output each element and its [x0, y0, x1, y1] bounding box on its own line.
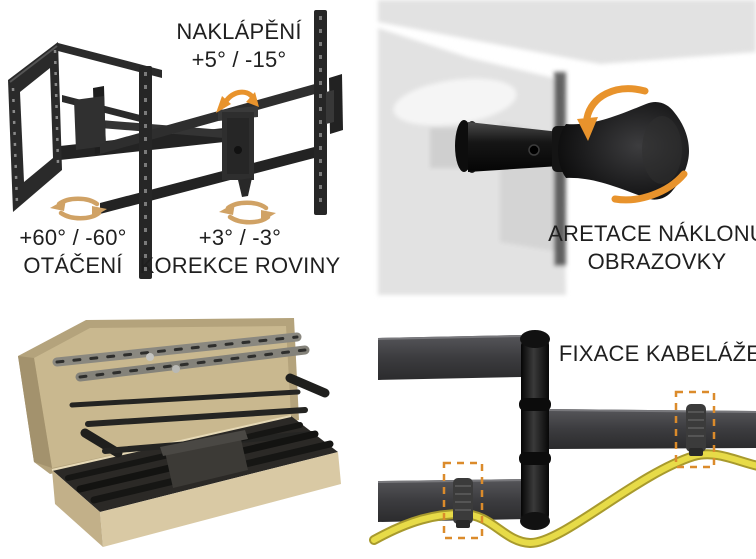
level-title: KOREKCE ROVINY: [139, 253, 341, 278]
tilt-label: NAKLÁPĚNÍ +5° / -15°: [176, 18, 301, 74]
swivel-range: +60° / -60°: [19, 225, 127, 250]
swivel-label: +60° / -60° OTÁČENÍ: [19, 224, 126, 280]
tilt-range: +5° / -15°: [191, 47, 287, 72]
vesa-rail-right: [314, 10, 343, 215]
cable-strap-highlight-right: [674, 390, 716, 469]
tilt-bracket: [218, 106, 258, 197]
cable-strap-right: [686, 404, 706, 456]
tilt-lock-line1: ARETACE NÁKLONU: [548, 221, 756, 246]
tilt-mount-illustration: [8, 10, 343, 279]
level-range: +3° / -3°: [198, 225, 282, 250]
vesa-rail-left: [139, 66, 152, 279]
swivel-arrow-icon: [50, 196, 107, 221]
knob-rotate-arrow-icon: [577, 85, 688, 204]
wall-plate: [8, 42, 62, 212]
cable-strap-left: [453, 478, 473, 528]
tilt-lock-illustration: [378, 0, 756, 295]
swivel-title: OTÁČENÍ: [23, 253, 123, 278]
cable-management-title: FIXACE KABELÁŽE: [558, 341, 756, 366]
tilt-arrow-icon: [216, 89, 259, 113]
level-label: +3° / -3° KOREKCE ROVINY: [140, 224, 341, 280]
cable: [369, 449, 756, 549]
cable-strap-highlight-left: [442, 461, 484, 540]
tilt-lock-label: ARETACE NÁKLONU OBRAZOVKY: [548, 220, 756, 276]
cable-management-illustration: [369, 330, 756, 549]
packaging-illustration: [18, 318, 341, 547]
tilt-lock-line2: OBRAZOVKY: [587, 249, 727, 274]
level-arrow-icon: [219, 200, 276, 225]
ghost-background: [378, 0, 756, 295]
cable-management-label: FIXACE KABELÁŽE: [559, 340, 756, 368]
tilt-title: NAKLÁPĚNÍ: [176, 19, 302, 44]
packed-parts: [52, 332, 334, 504]
